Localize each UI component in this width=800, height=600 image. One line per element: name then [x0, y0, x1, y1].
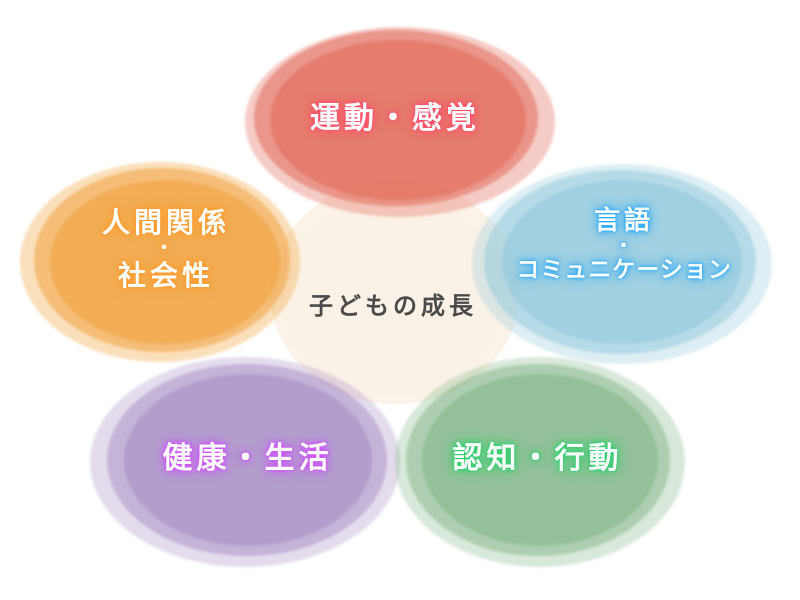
- language-label: 言語 ・ コミュニケーション: [508, 205, 740, 284]
- center-label: 子どもの成長: [309, 292, 477, 320]
- cognition-blob: [395, 357, 685, 567]
- language-label-line2: コミュニケーション: [516, 256, 732, 283]
- language-blob: [472, 164, 772, 364]
- health-label: 健康・生活: [162, 441, 333, 476]
- social-blob: [20, 162, 300, 362]
- social-label: 人間関係 ・ 社会性: [86, 205, 246, 293]
- motor-label: 運動・感覚: [310, 101, 480, 136]
- social-label-line2: 社会性: [117, 259, 214, 292]
- health-blob: [90, 357, 400, 567]
- motor-blob: [245, 27, 555, 217]
- social-label-dot: ・: [155, 238, 177, 259]
- language-label-line1: 言語: [593, 206, 654, 236]
- language-label-dot: ・: [614, 235, 634, 257]
- cognition-label: 認知・行動: [452, 441, 623, 476]
- center-blob: [270, 180, 520, 404]
- social-label-line1: 人間関係: [101, 206, 230, 239]
